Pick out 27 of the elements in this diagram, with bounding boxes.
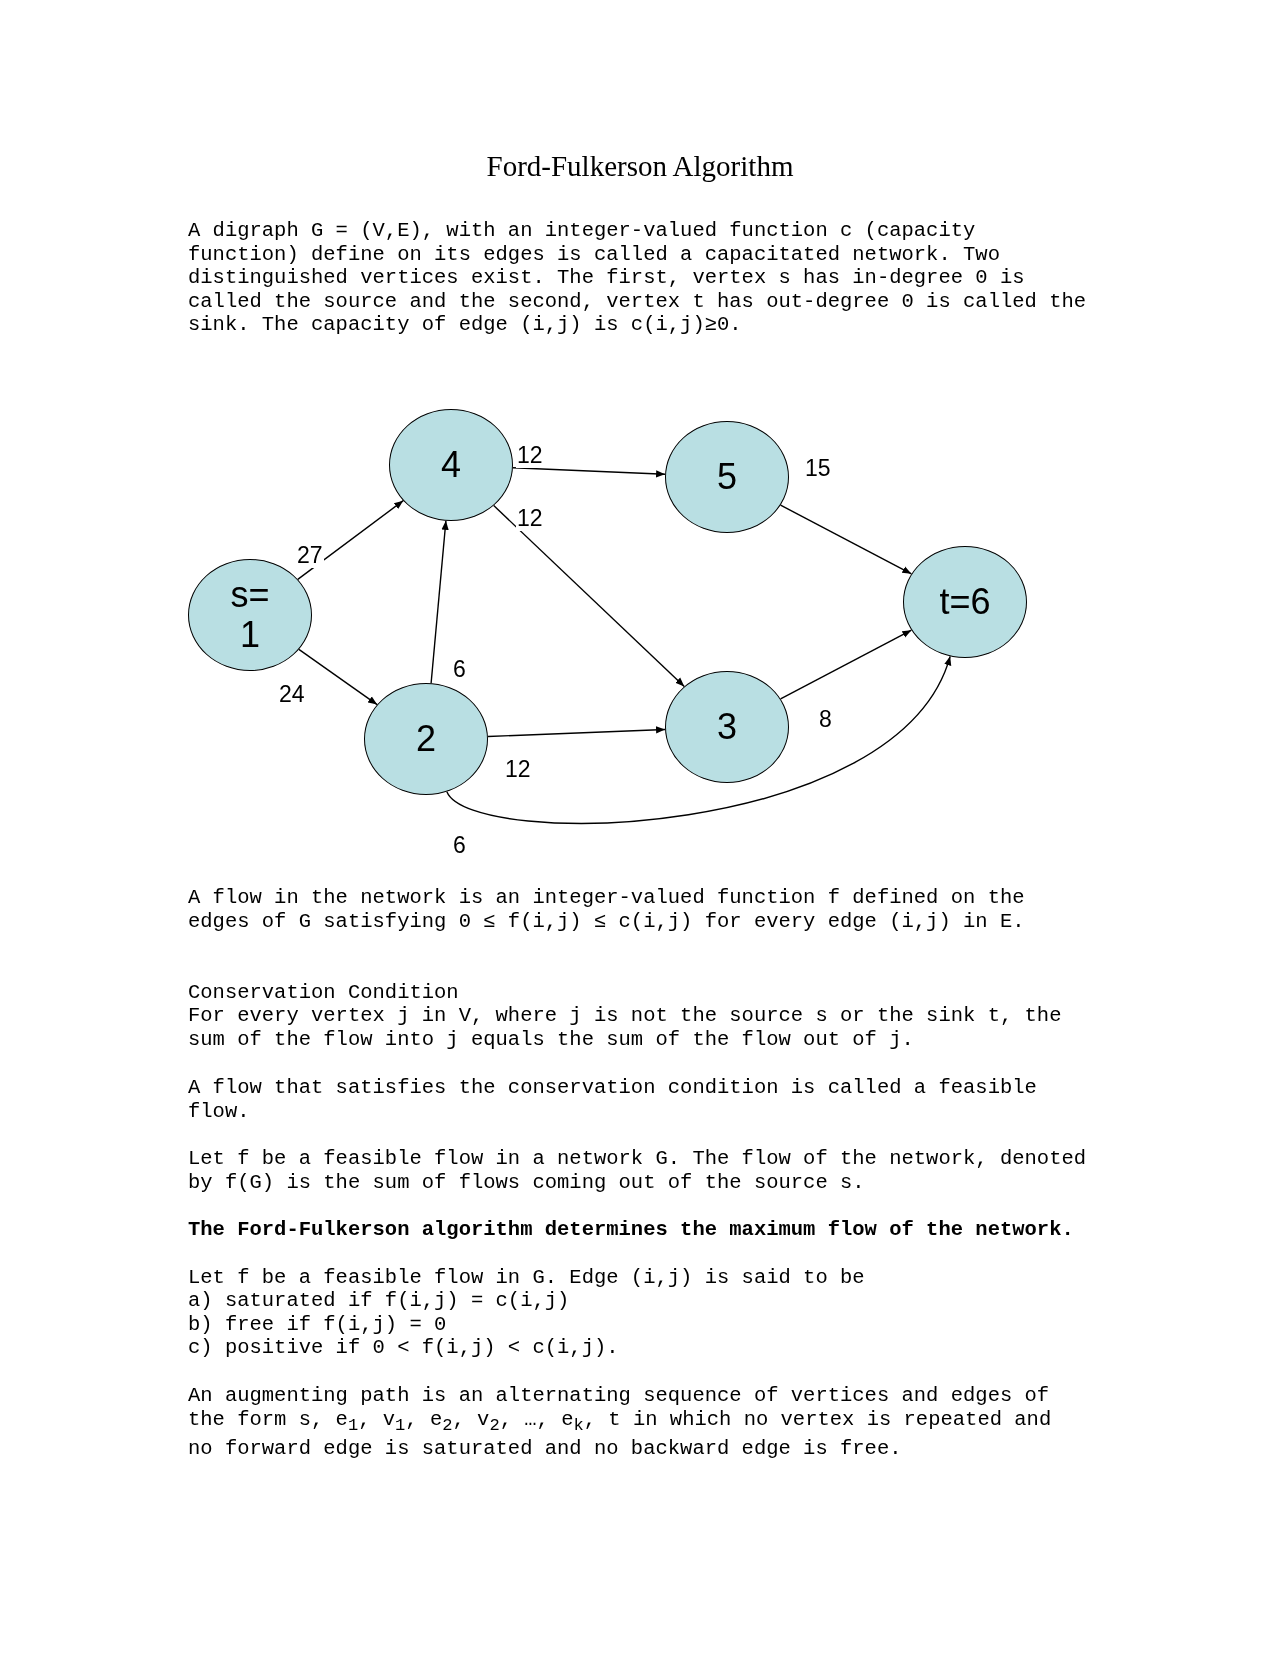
arrow <box>493 504 685 688</box>
vertex-circle: 5 <box>665 421 789 533</box>
list-item: b) free if f(i,j) = 0 <box>188 1313 448 1337</box>
arrow <box>487 726 666 738</box>
arrow <box>430 520 449 684</box>
bold-statement: The Ford-Fulkerson algorithm determines the maximum flow of the network. <box>188 1218 1075 1242</box>
arrow <box>779 629 913 700</box>
vertex-circle: 4 <box>389 409 513 521</box>
section-heading: Conservation Condition <box>188 981 460 1005</box>
paragraph: A flow that satisfies the conservation condition is called a feasible flow. <box>188 1076 1038 1123</box>
vertex-circle: 3 <box>665 671 789 783</box>
arrow <box>298 648 378 706</box>
arrow <box>446 655 951 825</box>
arrow <box>297 499 404 581</box>
paragraph: A flow in the network is an integer-valued function f defined on the edges of G satisfying 0 ≤ f(i,j) ≤ c(i,j) for every edge (i,j) in E. <box>188 886 1026 933</box>
paragraph: A digraph G = (V,E), with an integer-valued function c (capacity function) define on its edges is called a capacitated network. Two distinguished vertices exist. The first, vertex s has in-degree 0 is called the source and the second, vertex t has out-degree 0 is called the sink. The capacity of edge (i,j) is c(i,j)≥0. <box>188 219 1088 337</box>
paragraph: An augmenting path is an alternating sequence of vertices and edges of the form s, e$_{1}$, v$_{1}$, e$_{2}$, v$_{2}$, …, e$_{k}$, t in which no vertex is repeated and no forward edge is saturated and no backward edge is free. <box>188 1384 1053 1461</box>
arrow <box>512 467 666 478</box>
paragraph: Let f be a feasible flow in G. Edge (i,j) is said to be <box>188 1266 866 1290</box>
vertex-circle: 2 <box>364 683 488 795</box>
arrow <box>779 504 913 575</box>
paragraph: For every vertex j in V, where j is not the source s or the sink t, the sum of the flow into j equals the sum of the flow out of j. <box>188 1004 1063 1051</box>
vertex-circle: t=6 <box>903 546 1027 658</box>
paragraph: Let f be a feasible flow in a network G. The flow of the network, denoted by f(G) is the sum of flows coming out of the source s. <box>188 1147 1088 1194</box>
page-title: Ford-Fulkerson Algorithm <box>485 150 795 183</box>
list-item: c) positive if 0 < f(i,j) < c(i,j). <box>188 1336 620 1360</box>
list-item: a) saturated if f(i,j) = c(i,j) <box>188 1289 571 1313</box>
